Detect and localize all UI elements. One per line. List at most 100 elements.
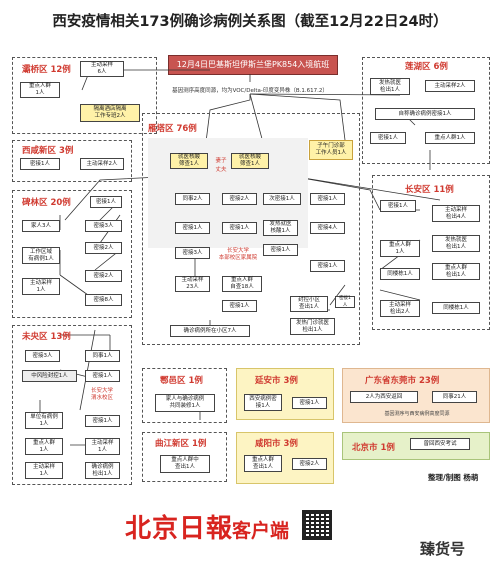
wy-fever-node: 确诊病例检出1人 (85, 462, 120, 479)
yt-fever1-node: 就医核酸筛查1人 (170, 153, 208, 169)
bj-return-node: 曾回西安考试 (410, 438, 470, 450)
bl-close2-node: 密接2人 (85, 242, 122, 254)
yt-close2-node: 密接2人 (222, 193, 257, 205)
zone-qujiang (142, 432, 227, 482)
yt-close1d-node: 密接1人 (263, 244, 298, 256)
gd-note: 基因测序与西安病例高度同源 (384, 411, 450, 417)
lh-fever1-node: 发热就医检出1人 (370, 78, 410, 95)
gd-same-node: 同事21人 (432, 391, 477, 403)
zone-weiyang-label: 未央区 13例 (22, 332, 71, 342)
zone-xixian-label: 西咸新区 3例 (22, 146, 74, 156)
child-clinic-note: 子午门诊部工作人员1人 (309, 140, 353, 160)
zone-ezhou-label: 鄠邑区 1例 (160, 376, 203, 386)
yt-note: 长安大学本部校区家属院 (218, 248, 258, 261)
bl-close3-node: 密接3人 (85, 220, 122, 232)
bl-close8-node: 密接8人 (85, 294, 122, 306)
yt-close1e-node: 密接1人 (310, 260, 345, 272)
yt-rzbl-node: 确诊病例所在小区7人 (170, 325, 250, 337)
yt-same2-node: 同事2人 (175, 193, 210, 205)
ca-close1-node: 密接1人 (380, 200, 416, 212)
bq-hotel-node: 隔离酒店隔离工作专班2人 (80, 104, 140, 122)
lh-close1-node: 密接1人 (370, 132, 406, 144)
zone-beilin (12, 190, 132, 318)
wy-same-node: 同事1人 (85, 350, 120, 362)
xx-sample-node: 主动采样2人 (80, 158, 124, 170)
yt-close1c-node: 密接1人 (222, 222, 257, 234)
yt-fever2-node: 就医核酸筛查1人 (231, 153, 269, 169)
yt-close4-node: 密接4人 (310, 222, 345, 234)
zone-ezhou (142, 368, 227, 423)
zone-beilin-label: 碑林区 20例 (22, 198, 71, 208)
yt-close3-node: 密接3人 (175, 247, 210, 259)
yt-wife-label: 妻子 (215, 158, 227, 164)
lh-closeinfo-node: 自称确诊病例密接1人 (375, 108, 475, 120)
page-title: 西安疫情相关173例确诊病例关系图（截至12月22日24时） (52, 14, 448, 30)
zone-baqiao-label: 灞桥区 12例 (22, 65, 71, 75)
qj-mgr-node: 重点人群中查出1人 (160, 455, 210, 473)
wy-note: 长安大学渭水校区 (90, 388, 113, 401)
ca-active2-node: 主动采样检出2人 (380, 300, 420, 317)
gene-note: 基因测序高度同源，均为VOC/Delta-印度变异株（B.1.617.2） (172, 88, 328, 94)
zone-beijing-label: 北京市 1例 (352, 443, 395, 453)
wy-kitchen-node: 中风险封控1人 (22, 370, 77, 382)
source-flight-box: 12月4日巴基斯坦伊斯兰堡PK854入境航班 (168, 55, 338, 75)
bl-close2b-node: 密接2人 (85, 270, 122, 282)
yt-close1b-node: 密接1人 (175, 222, 210, 234)
bl-work-node: 工作区域有病例1人 (22, 247, 60, 264)
credit-label: 整理/制图 杨萌 (428, 473, 479, 482)
ya-close2-node: 密接1人 (292, 397, 327, 409)
client-logo-text: 客户端 (232, 520, 290, 542)
zone-guangdong-label: 广东省东莞市 23例 (365, 376, 440, 386)
yt-close1a-node: 密接1人 (310, 193, 345, 205)
yt-mgr18-node: 重点人群自查18人 (222, 276, 262, 292)
zone-yanta (142, 113, 360, 345)
xy-close-node: 密接2人 (292, 458, 327, 470)
bl-family-node: 家人3人 (22, 220, 60, 232)
zone-changan (372, 175, 490, 330)
zone-qujiang-label: 曲江新区 1例 (155, 439, 207, 449)
wy-close1b-node: 密接1人 (85, 415, 120, 427)
ca-same2-node: 同楼栋1人 (432, 302, 480, 314)
lh-mgr-node: 重点人群1人 (425, 132, 475, 144)
lh-active-node: 主动采样2人 (425, 80, 475, 92)
xx-close-node: 密接1人 (20, 158, 60, 170)
zone-yanan-label: 延安市 3例 (255, 376, 298, 386)
bl-close1-node: 密接1人 (90, 196, 122, 208)
ez-family-node: 家人与确诊病例共同装修1人 (155, 394, 215, 412)
ca-mgr2-node: 重点人群检出1人 (432, 263, 480, 280)
wy-close3-node: 密接3人 (25, 350, 60, 362)
zone-weiyang (12, 325, 132, 485)
yt-close1g-node: 密接1人 (222, 300, 257, 312)
yt-sealed-node: 封控小区查出1人 (290, 296, 328, 312)
zone-xixian (12, 140, 132, 182)
brand-watermark: 臻货号 (420, 540, 466, 558)
yt-close1h-node: 密接1人 (335, 296, 355, 308)
zone-yanta-label: 雁塔区 76例 (148, 124, 197, 134)
ya-close-node: 西安病例密接1人 (244, 394, 282, 411)
yt-sec1-node: 次密接1人 (263, 193, 301, 205)
zone-changan-label: 长安区 11例 (405, 185, 454, 195)
gd-two-node: 2人为西安返回 (350, 391, 418, 403)
beijing-daily-logo: 北京日報 (125, 514, 234, 544)
yt-husband-label: 丈夫 (215, 167, 227, 173)
ca-active4-node: 主动采样检出4人 (432, 205, 480, 222)
yt-fever3-node: 发热就医核酸1人 (263, 220, 298, 236)
wy-close1a-node: 密接1人 (85, 370, 120, 382)
ca-same-node: 同楼栋1人 (380, 268, 420, 280)
zone-lianhu (362, 57, 490, 164)
zone-lianhu-label: 莲湖区 6例 (405, 62, 448, 72)
qr-code (302, 510, 332, 540)
ca-fever1-node: 发热就医检出1人 (432, 235, 480, 252)
zone-xianyang-label: 咸阳市 3例 (255, 439, 298, 449)
zone-baqiao (12, 57, 157, 134)
xy-mgr-node: 重点人群查出1人 (244, 455, 282, 472)
